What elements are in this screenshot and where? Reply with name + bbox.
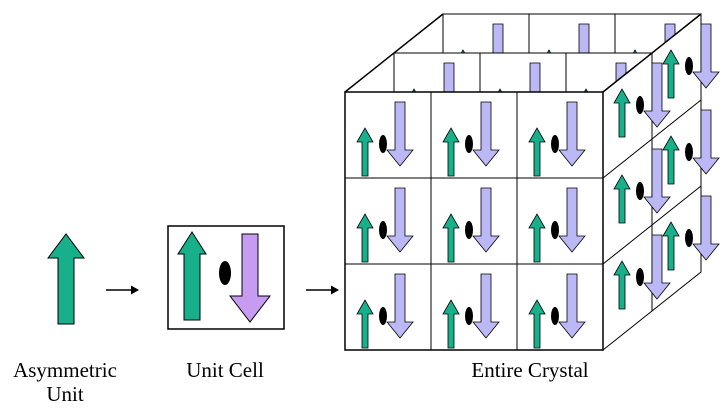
up-arrow-icon — [177, 231, 207, 321]
crystal-front-cell — [344, 177, 432, 265]
crystal-front-cell — [430, 177, 518, 265]
crystal-front-cell — [430, 91, 518, 179]
right-arrow-icon — [106, 285, 139, 295]
crystal-front-cell — [430, 263, 518, 351]
asymmetric-unit-caption: Asymmetric Unit — [0, 358, 130, 406]
asymmetric-unit-caption-line1: Asymmetric — [13, 358, 117, 382]
crystal-right-face — [602, 12, 720, 352]
crystal-front-face — [344, 13, 702, 351]
crystal-front-cell — [516, 91, 604, 179]
unit-cell-caption: Unit Cell — [186, 358, 264, 382]
crystal-front-cell — [344, 91, 432, 179]
entire-crystal — [344, 12, 720, 352]
two-fold-axis-oval-icon — [219, 261, 231, 285]
entire-crystal-caption: Entire Crystal — [471, 358, 589, 382]
asymmetric-unit-caption-line2: Unit — [46, 382, 84, 406]
unit-cell — [167, 225, 285, 330]
crystal-front-cell — [516, 177, 604, 265]
right-arrow-icon — [306, 285, 339, 295]
asymmetric-unit — [47, 233, 85, 325]
up-arrow-icon — [47, 233, 85, 325]
crystal-front-cell — [344, 263, 432, 351]
down-arrow-icon — [228, 233, 272, 323]
crystal-front-cell — [516, 263, 604, 351]
